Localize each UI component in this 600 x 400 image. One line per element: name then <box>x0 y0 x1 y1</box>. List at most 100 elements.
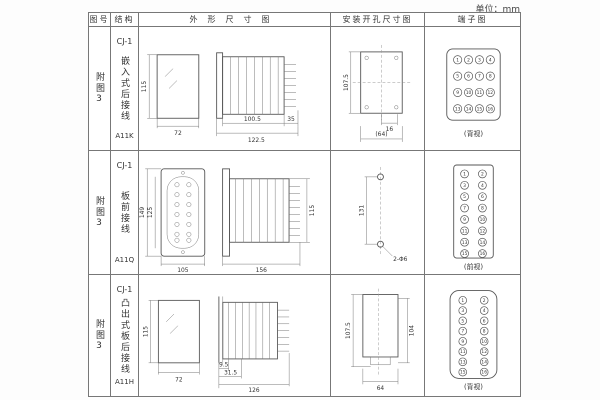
terminal-pin <box>464 55 474 65</box>
front-view <box>160 168 206 257</box>
terminal-pin-number: 10 <box>481 339 487 345</box>
terminal-pins-side <box>289 186 300 236</box>
install-drawing-a11q: 131 2-Φ6 <box>359 166 408 263</box>
dimension-total-width: 122.5 <box>216 118 299 144</box>
dim-107-5: 107.5 <box>343 74 350 91</box>
model-text: CJ-1 <box>116 37 133 46</box>
fig-no-text: 附图3 <box>94 195 104 230</box>
header-terminal: 端子图 <box>425 13 521 27</box>
mount-text: 板前接线 <box>119 191 129 235</box>
terminal-pin <box>479 316 489 326</box>
fig-no-text: 附图3 <box>94 318 104 353</box>
dimension-panel-offset: 9.5 <box>218 358 229 389</box>
terminal-pin-number: 14 <box>480 240 486 246</box>
terminal-pin <box>453 104 463 114</box>
unit-label: 单位：mm <box>475 5 520 15</box>
terminal-pin <box>460 226 469 236</box>
terminal-pin <box>478 169 487 179</box>
terminal-pin <box>458 306 467 315</box>
dim-122-5: 122.5 <box>248 137 265 144</box>
terminal-pin-number: 6 <box>481 194 484 200</box>
terminal-pin <box>479 347 489 356</box>
model-text: CJ-1 <box>116 161 133 170</box>
terminal-pin <box>474 87 484 97</box>
terminal-pin-number: 9 <box>456 90 459 96</box>
terminal-pin <box>453 87 463 97</box>
terminal-pin <box>478 180 487 190</box>
terminal-pin-number: 12 <box>481 349 487 355</box>
dimension-cutout-width: (64) <box>360 126 403 142</box>
row1-fig-no: 附图3 <box>89 27 111 151</box>
terminal-pin-number: 14 <box>481 359 487 365</box>
front-view <box>156 54 200 119</box>
dimension-height-2: 104 <box>397 298 416 364</box>
terminal-pin-number: 4 <box>483 308 486 314</box>
terminal-pin <box>479 337 489 346</box>
terminal-pin-number: 8 <box>489 74 492 80</box>
terminal-pin <box>485 104 495 114</box>
terminal-pin-number: 16 <box>487 106 493 112</box>
row1-install-drawing: 107.5 16 (64) <box>331 27 425 151</box>
dimension-front-width: 105 <box>160 256 205 274</box>
terminal-pin-number: 8 <box>481 206 484 212</box>
mounting-holes <box>364 55 399 110</box>
terminal-pin <box>458 337 467 346</box>
view-caption: (背视) <box>464 382 483 391</box>
terminal-pin-number: 1 <box>463 171 466 177</box>
terminal-pin-number: 15 <box>462 251 468 257</box>
dim-107-5: 107.5 <box>346 322 352 339</box>
outline-drawing-a11q: 149 125 105 <box>139 168 316 274</box>
terminal-pin-number: 9 <box>463 217 466 223</box>
terminal-pin-number: 12 <box>480 228 486 234</box>
dim-115: 115 <box>141 81 148 93</box>
row2-fig-no: 附图3 <box>89 151 111 275</box>
dimension-front-height: 149 <box>139 168 162 257</box>
install-drawing-a11h: 107.5 104 64 <box>346 288 416 392</box>
terminal-pin-number: 1 <box>461 298 464 304</box>
dim-105: 105 <box>177 267 189 274</box>
dim-31-5: 31.5 <box>224 371 237 377</box>
dimension-front-height: 115 <box>144 300 159 364</box>
terminal-pin <box>474 55 484 65</box>
terminal-pin-number: 11 <box>460 349 466 355</box>
terminal-pin-number: 10 <box>466 90 472 96</box>
terminal-pin <box>474 104 484 114</box>
dim-104: 104 <box>410 325 416 336</box>
row3-outline-drawing: 115 72 <box>139 275 331 397</box>
terminal-pin <box>479 367 489 377</box>
view-caption: (前视) <box>464 262 484 271</box>
fins <box>228 302 270 359</box>
dim-35: 35 <box>287 116 295 123</box>
terminal-pin-number: 3 <box>478 57 481 63</box>
terminal-pin <box>460 169 469 179</box>
fig-no-text: 附图3 <box>94 71 104 106</box>
terminal-pin <box>453 55 463 65</box>
dimension-front-width: 72 <box>158 362 200 383</box>
dim-16: 16 <box>386 126 394 133</box>
terminal-pin <box>464 104 474 114</box>
dim-125: 125 <box>147 207 154 219</box>
terminal-pin-number: 13 <box>460 359 466 365</box>
terminal-pin <box>485 71 495 81</box>
header-structure: 结构 <box>111 13 139 27</box>
terminal-pin-number: 6 <box>467 74 470 80</box>
dimension-protrusion: 31.5 <box>218 358 242 379</box>
terminal-pin-number: 10 <box>480 217 486 223</box>
fins <box>235 178 284 243</box>
fins <box>230 56 279 115</box>
terminal-pin <box>478 192 487 201</box>
terminal-pin-number: 4 <box>489 57 492 63</box>
code-text: A11Q <box>114 256 135 264</box>
terminal-pin-number: 7 <box>463 206 466 212</box>
terminal-pin <box>460 249 469 258</box>
terminal-pin <box>485 87 495 97</box>
front-pins <box>174 182 192 243</box>
dimension-cutout-height: 107.5 <box>343 51 361 114</box>
terminal-pin <box>460 215 469 224</box>
terminal-pin <box>458 316 467 326</box>
terminal-pin <box>458 357 467 367</box>
